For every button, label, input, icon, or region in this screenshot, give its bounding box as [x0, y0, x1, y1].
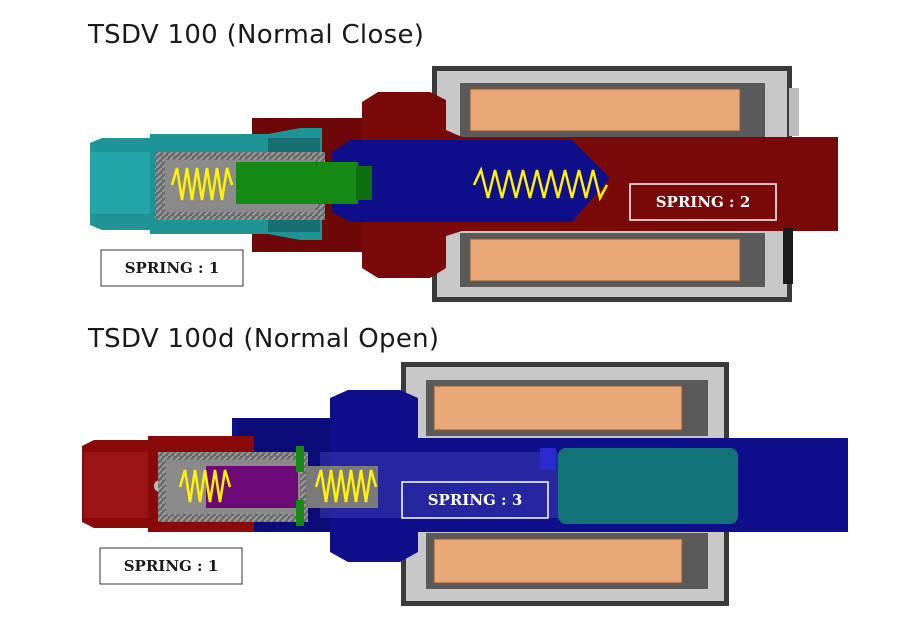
seal [296, 446, 304, 472]
svg-text:SPRING : 2: SPRING : 2 [656, 193, 751, 211]
svg-text:SPRING : 1: SPRING : 1 [124, 557, 219, 575]
coil [426, 380, 708, 589]
plunger [236, 162, 372, 204]
spring-1-label: SPRING : 1 [99, 547, 243, 585]
valve-normal-open: SPRING : 1 SPRING : 3 [82, 362, 848, 606]
spring-2-label: SPRING : 2 [629, 183, 777, 221]
svg-text:SPRING : 1: SPRING : 1 [125, 259, 220, 277]
spring-1-label: SPRING : 1 [100, 249, 244, 287]
spring-3-label: SPRING : 3 [401, 481, 549, 519]
seal [296, 500, 304, 526]
spring-3-icon [314, 469, 378, 503]
valve-title-normal-close: TSDV 100 (Normal Close) [88, 20, 425, 50]
armature [558, 448, 738, 524]
valve-normal-close: SPRING : 1 SPRING : 2 [90, 66, 838, 302]
valve-title-normal-open: TSDV 100d (Normal Open) [88, 324, 440, 354]
armature [332, 140, 610, 222]
spring-1-icon [178, 469, 232, 503]
svg-text:SPRING : 3: SPRING : 3 [428, 491, 523, 509]
spring-2-icon [472, 166, 609, 202]
spring-1-icon [170, 167, 234, 201]
coil [460, 83, 765, 287]
